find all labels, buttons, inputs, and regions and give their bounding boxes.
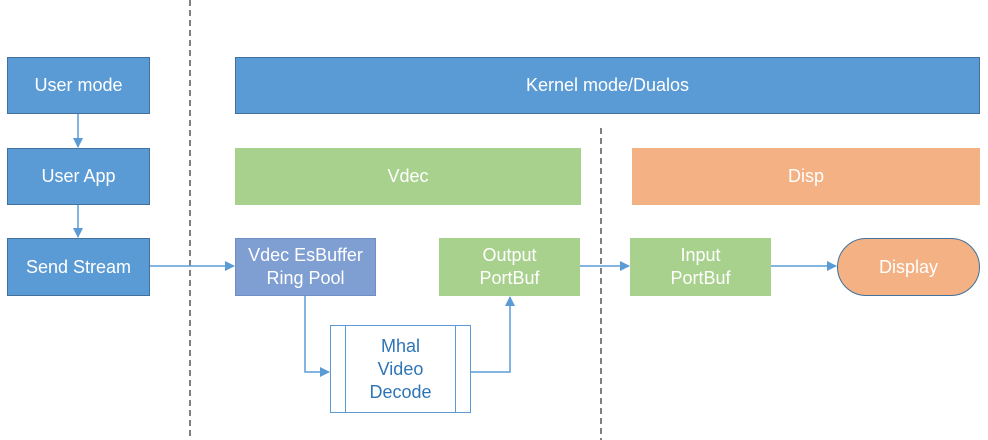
display-terminator: Display (837, 238, 980, 296)
vdec-esbuffer-ring-pool-box: Vdec EsBuffer Ring Pool (235, 238, 376, 296)
user-app-box: User App (7, 148, 150, 205)
user-mode-box: User mode (7, 57, 150, 114)
vdec-box: Vdec (235, 148, 581, 205)
send-stream-box: Send Stream (7, 238, 150, 296)
mhal-video-decode-process: Mhal Video Decode (330, 325, 471, 413)
output-portbuf-box: Output PortBuf (439, 238, 580, 296)
disp-box: Disp (632, 148, 980, 205)
mhal-right-bar (455, 326, 456, 412)
mhal-left-bar (345, 326, 346, 412)
input-portbuf-box: Input PortBuf (630, 238, 771, 296)
mhal-video-decode-label: Mhal Video Decode (369, 335, 432, 402)
arrow-mhal-to-outputport (471, 296, 515, 373)
kernel-mode-box: Kernel mode/Dualos (235, 57, 980, 114)
arrow-esbuffer-to-mhal (304, 296, 330, 377)
